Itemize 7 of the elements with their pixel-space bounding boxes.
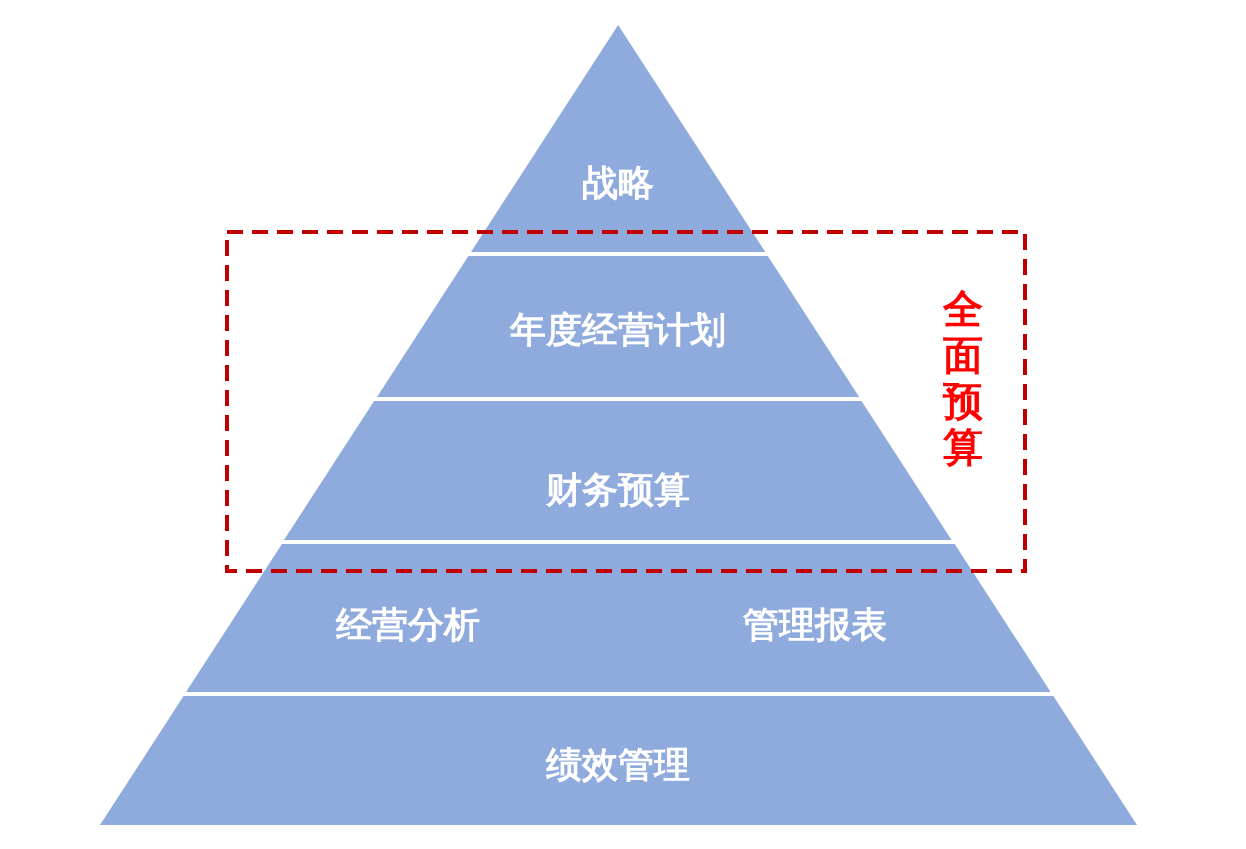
- band-label: 财务预算: [546, 472, 690, 508]
- vertical-label: 全面预算: [943, 286, 983, 470]
- band-label: 绩效管理: [546, 747, 690, 783]
- band-label: 战略: [582, 165, 654, 201]
- band-label: 管理报表: [743, 607, 887, 643]
- band-label: 经营分析: [336, 607, 480, 643]
- band-label: 年度经营计划: [510, 312, 726, 348]
